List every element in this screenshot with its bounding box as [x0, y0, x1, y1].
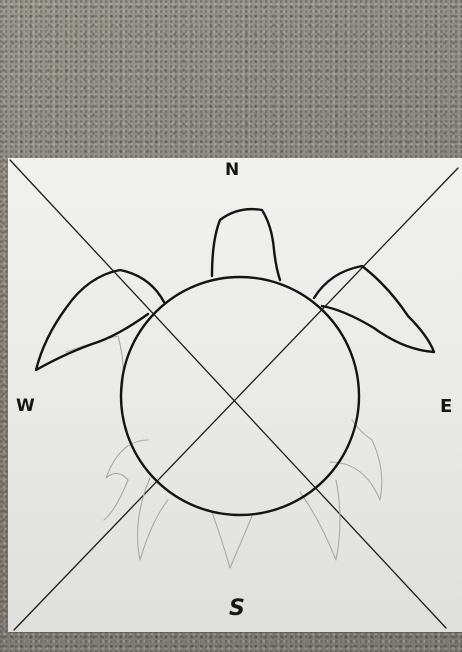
right-front-flipper	[314, 266, 434, 352]
diagonal-line-nw-se	[10, 160, 446, 628]
left-front-flipper	[36, 270, 164, 370]
compass-label-east: E	[440, 398, 452, 416]
compass-label-west: W	[16, 398, 35, 415]
compass-label-north: N	[225, 162, 239, 179]
turtle-shell	[121, 277, 359, 515]
diagonal-line-sw-ne	[14, 168, 458, 630]
compass-label-south: S	[229, 598, 245, 620]
back-flippers-pencil	[66, 336, 382, 568]
turtle-head	[212, 209, 280, 280]
